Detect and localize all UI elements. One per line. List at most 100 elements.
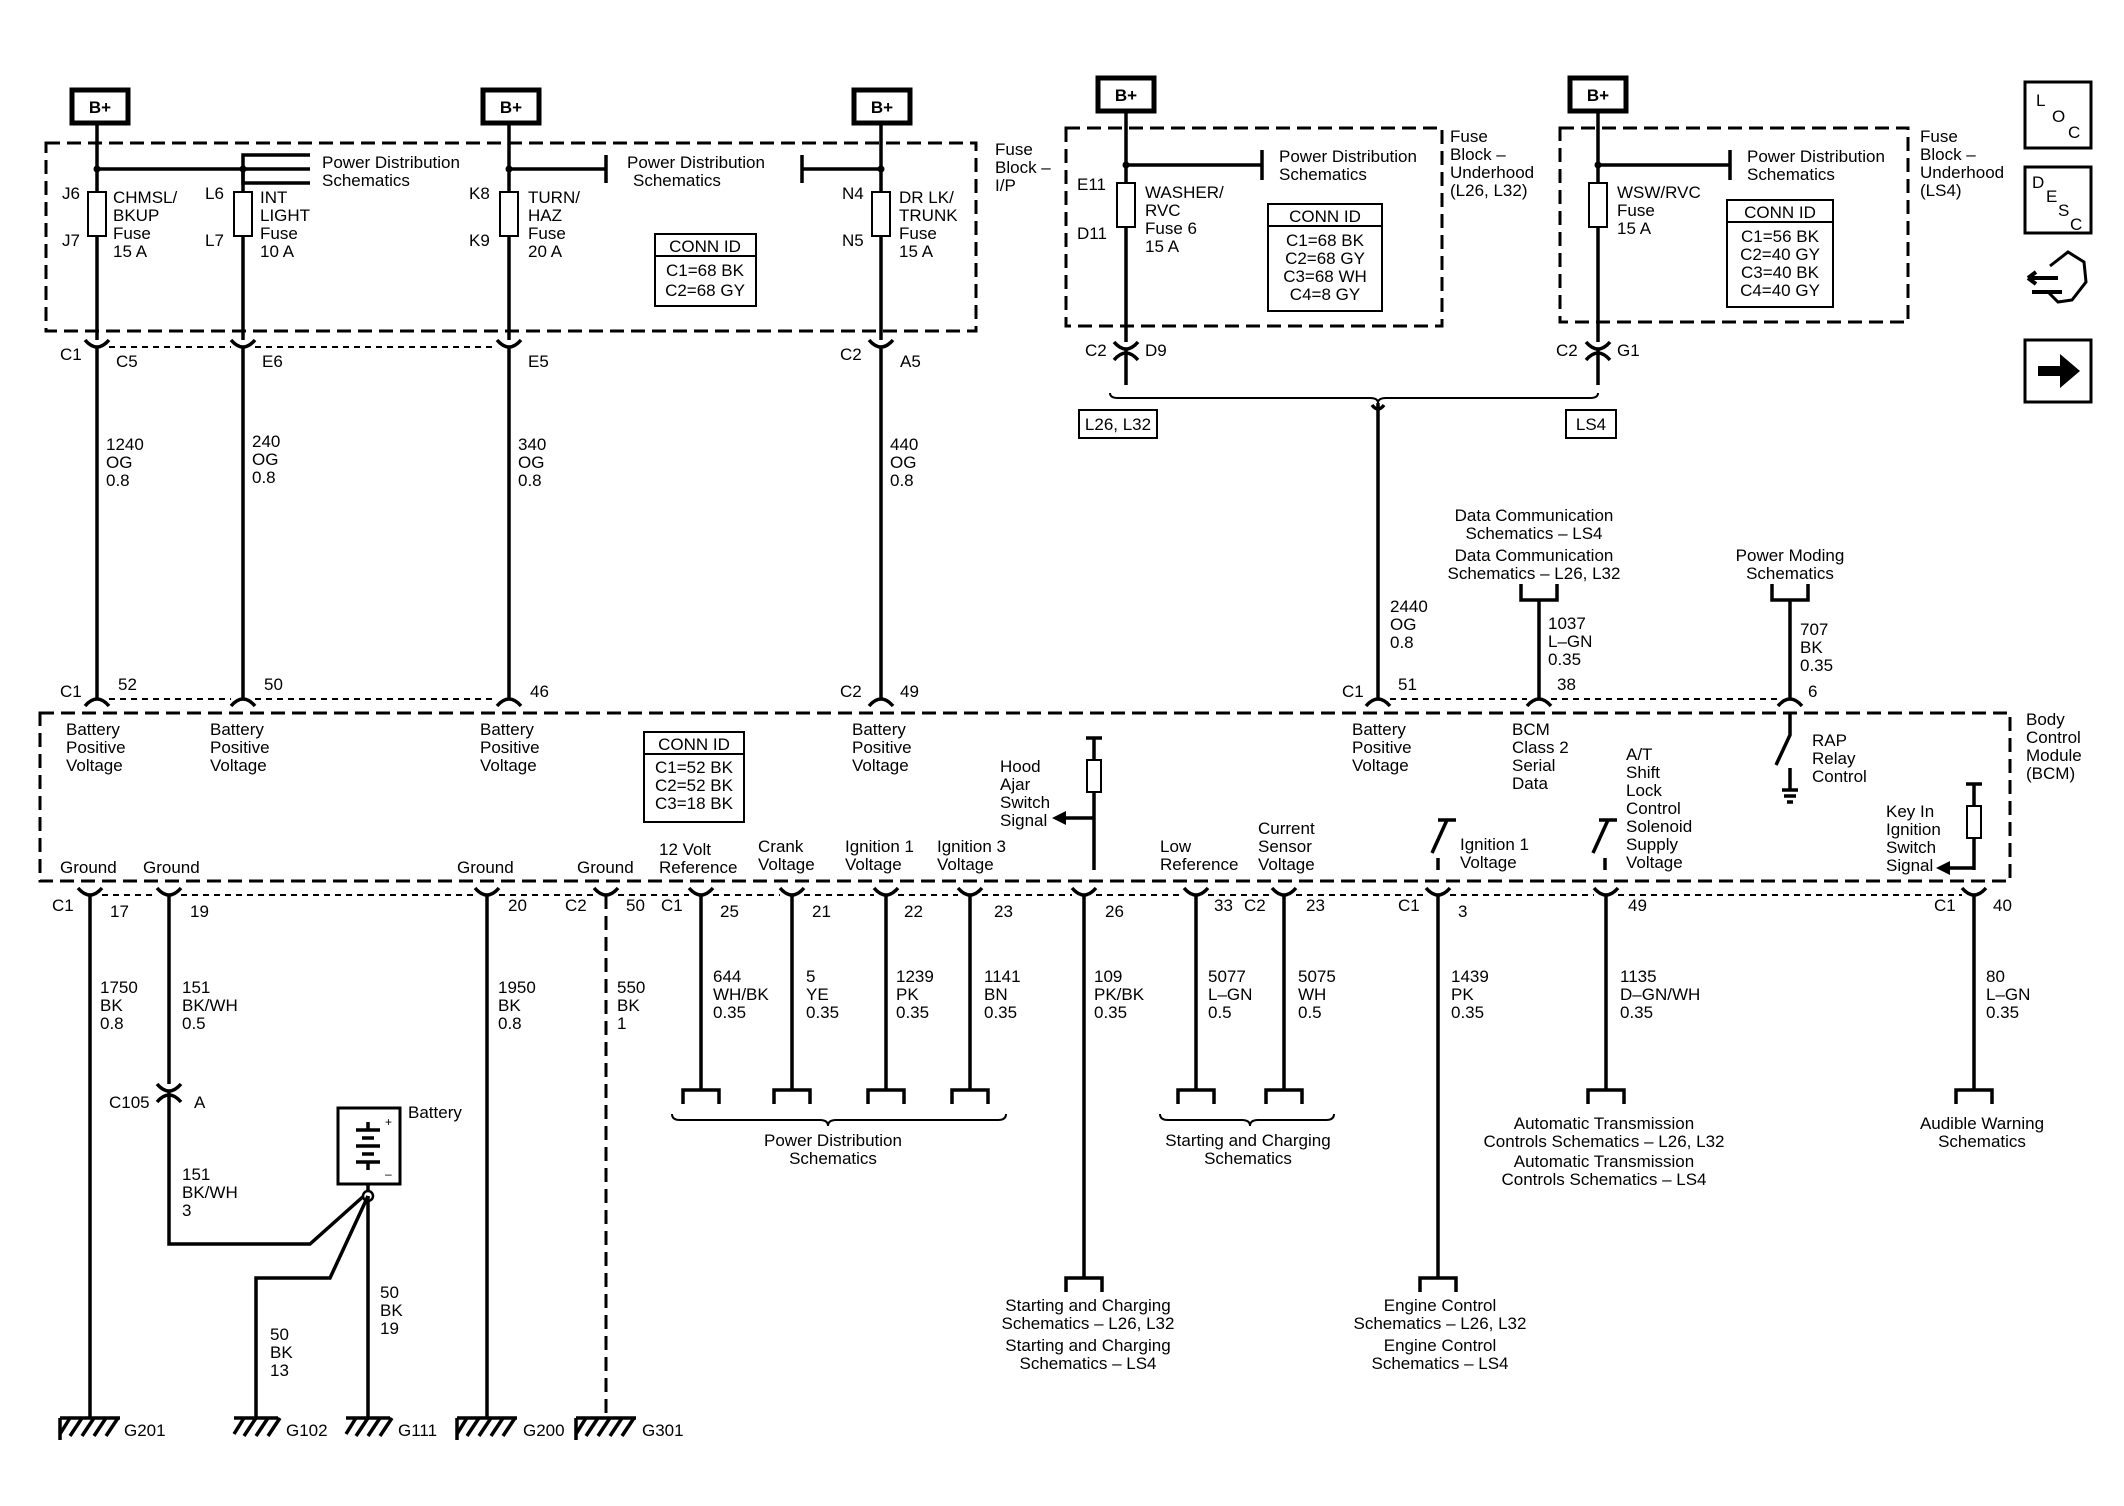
svg-text:Power Distribution: Power Distribution xyxy=(1279,147,1417,166)
svg-text:26: 26 xyxy=(1105,902,1124,921)
svg-text:BK: BK xyxy=(380,1301,403,1320)
svg-text:Fuse: Fuse xyxy=(260,224,298,243)
svg-text:L–GN: L–GN xyxy=(1208,985,1252,1004)
svg-text:CONN ID: CONN ID xyxy=(658,735,730,754)
svg-text:Relay: Relay xyxy=(1812,749,1856,768)
svg-text:5: 5 xyxy=(806,967,815,986)
svg-text:G301: G301 xyxy=(642,1421,684,1440)
svg-text:109: 109 xyxy=(1094,967,1122,986)
svg-text:Ground: Ground xyxy=(577,858,634,877)
svg-text:Schematics – L26, L32: Schematics – L26, L32 xyxy=(1448,564,1621,583)
svg-text:J7: J7 xyxy=(62,231,80,250)
svg-text:1135: 1135 xyxy=(1620,967,1657,986)
svg-text:TRUNK: TRUNK xyxy=(899,206,958,225)
svg-text:(LS4): (LS4) xyxy=(1920,181,1962,200)
svg-text:1037: 1037 xyxy=(1548,614,1586,633)
svg-text:B+: B+ xyxy=(89,98,111,117)
bplus-box-1: B+ xyxy=(69,87,131,126)
svg-text:Voltage: Voltage xyxy=(1626,853,1683,872)
connector-view-icon[interactable] xyxy=(2026,250,2088,304)
desc-button[interactable]: D E S C xyxy=(2023,165,2093,235)
svg-text:50: 50 xyxy=(626,896,645,915)
svg-text:Positive: Positive xyxy=(1352,738,1412,757)
svg-text:D11: D11 xyxy=(1077,224,1107,243)
svg-text:Hood: Hood xyxy=(1000,757,1041,776)
svg-text:L7: L7 xyxy=(205,231,224,250)
svg-text:Schematics – L26, L32: Schematics – L26, L32 xyxy=(1354,1314,1527,1333)
svg-text:OG: OG xyxy=(518,453,544,472)
svg-text:Voltage: Voltage xyxy=(852,756,909,775)
svg-text:3: 3 xyxy=(1458,902,1467,921)
svg-text:0.8: 0.8 xyxy=(252,468,276,487)
svg-text:550: 550 xyxy=(617,978,645,997)
svg-text:OG: OG xyxy=(252,450,278,469)
svg-text:Reference: Reference xyxy=(659,858,737,877)
svg-text:Reference: Reference xyxy=(1160,855,1238,874)
svg-text:Schematics: Schematics xyxy=(1204,1149,1292,1168)
svg-text:L–GN: L–GN xyxy=(1548,632,1592,651)
svg-text:1950: 1950 xyxy=(498,978,536,997)
svg-text:Fuse: Fuse xyxy=(1617,201,1655,220)
svg-text:0.5: 0.5 xyxy=(1208,1003,1232,1022)
svg-text:19: 19 xyxy=(380,1319,399,1338)
svg-text:Data: Data xyxy=(1512,774,1548,793)
svg-text:38: 38 xyxy=(1557,675,1576,694)
svg-text:C2: C2 xyxy=(1244,896,1266,915)
svg-text:22: 22 xyxy=(904,902,923,921)
svg-text:50: 50 xyxy=(264,675,283,694)
svg-text:19: 19 xyxy=(190,902,209,921)
svg-text:Block –: Block – xyxy=(1920,145,1976,164)
svg-text:G1: G1 xyxy=(1617,341,1640,360)
svg-text:D9: D9 xyxy=(1145,341,1167,360)
svg-text:0.8: 0.8 xyxy=(1390,633,1414,652)
svg-text:C4=40 GY: C4=40 GY xyxy=(1740,281,1820,300)
svg-text:Supply: Supply xyxy=(1626,835,1678,854)
svg-text:0.8: 0.8 xyxy=(890,471,914,490)
svg-text:Battery: Battery xyxy=(408,1103,462,1122)
svg-text:0.8: 0.8 xyxy=(518,471,542,490)
svg-text:51: 51 xyxy=(1398,675,1417,694)
svg-text:C2=40 GY: C2=40 GY xyxy=(1740,245,1820,264)
svg-text:B+: B+ xyxy=(871,98,893,117)
svg-text:Data Communication: Data Communication xyxy=(1455,546,1614,565)
svg-text:Voltage: Voltage xyxy=(758,855,815,874)
svg-text:0.35: 0.35 xyxy=(806,1003,839,1022)
svg-text:TURN/: TURN/ xyxy=(528,188,580,207)
svg-text:WH/BK: WH/BK xyxy=(713,985,769,1004)
svg-text:A/T: A/T xyxy=(1626,745,1652,764)
svg-text:5075: 5075 xyxy=(1298,967,1336,986)
svg-text:Data Communication: Data Communication xyxy=(1455,506,1614,525)
svg-text:Power Distribution: Power Distribution xyxy=(627,153,765,172)
svg-text:0.35: 0.35 xyxy=(1548,650,1581,669)
svg-text:C2: C2 xyxy=(840,682,862,701)
fuse-turn-haz: K8 K9 TURN/ HAZ Fuse 20 A xyxy=(469,123,580,340)
svg-text:25: 25 xyxy=(720,902,739,921)
fuse-dr-lk-trunk: N4 N5 DR LK/ TRUNK Fuse 15 A xyxy=(842,123,958,340)
svg-text:C1=68 BK: C1=68 BK xyxy=(1286,231,1365,250)
svg-text:1240: 1240 xyxy=(106,435,144,454)
svg-text:Power Distribution: Power Distribution xyxy=(322,153,460,172)
loc-button[interactable]: L O C xyxy=(2023,80,2093,150)
svg-text:RVC: RVC xyxy=(1145,201,1181,220)
svg-text:L6: L6 xyxy=(205,184,224,203)
svg-text:15 A: 15 A xyxy=(1617,219,1652,238)
svg-text:Low: Low xyxy=(1160,837,1192,856)
svg-text:Schematics – LS4: Schematics – LS4 xyxy=(1019,1354,1156,1373)
svg-text:S: S xyxy=(2058,201,2069,220)
svg-text:0.8: 0.8 xyxy=(100,1014,124,1033)
svg-text:G102: G102 xyxy=(286,1421,328,1440)
svg-text:C3=40 BK: C3=40 BK xyxy=(1741,263,1820,282)
svg-text:OG: OG xyxy=(1390,615,1416,634)
bcm-module: Body Control Module (BCM) C1 52 50 46 C2… xyxy=(38,675,2082,921)
svg-text:C1: C1 xyxy=(52,896,74,915)
svg-text:Sensor: Sensor xyxy=(1258,837,1312,856)
svg-text:L26, L32: L26, L32 xyxy=(1085,415,1151,434)
svg-text:PK/BK: PK/BK xyxy=(1094,985,1145,1004)
svg-text:1141: 1141 xyxy=(984,967,1021,986)
svg-text:Voltage: Voltage xyxy=(1352,756,1409,775)
svg-text:J6: J6 xyxy=(62,184,80,203)
svg-text:Positive: Positive xyxy=(852,738,912,757)
svg-text:RAP: RAP xyxy=(1812,731,1847,750)
next-arrow-button[interactable] xyxy=(2023,338,2093,404)
svg-text:C: C xyxy=(2068,123,2080,142)
